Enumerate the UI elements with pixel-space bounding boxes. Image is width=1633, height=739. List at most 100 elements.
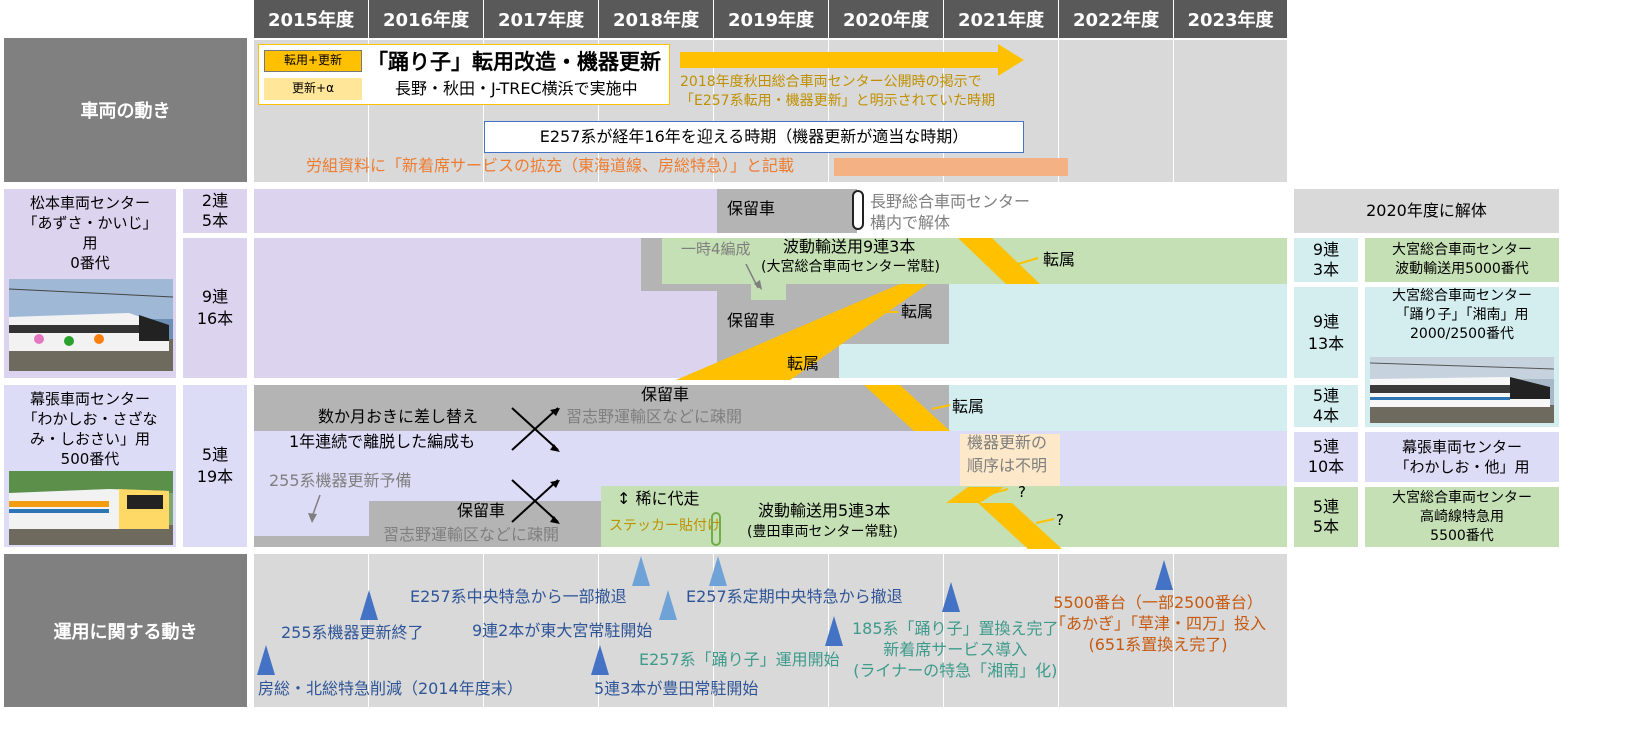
event-label-6: E257系定期中央特急から撤退 <box>686 587 903 606</box>
makuhari-transfer-arrows <box>864 385 1062 549</box>
event-label-4: 9連2本が東大宮常駐開始 <box>472 621 653 640</box>
makuhari-hold2-label: 保留車 <box>457 501 506 520</box>
event-marker-5 <box>591 645 609 675</box>
question-mark-1: ? <box>1018 483 1026 501</box>
makuhari-dispersed-label-1: 習志野運輸区などに疎開 <box>566 407 743 426</box>
temp4-arrow <box>744 262 764 292</box>
legend-badge-update: 更新+α <box>264 78 362 100</box>
legend-badge-transfer: 転用+更新 <box>264 50 362 72</box>
year-header-2018: 2018年度 <box>599 0 713 38</box>
scrap-marker <box>852 190 864 230</box>
event-marker-3 <box>632 556 650 586</box>
event-label-3: E257系中央特急から一部撤退 <box>410 587 627 606</box>
makuhari-hold-bottom-left <box>254 536 369 547</box>
union-note: 労組資料に「新着席サービスの拡充（東海道線、房総特急）」と記載 <box>306 156 795 175</box>
order-unknown-2: 順序は不明 <box>967 456 1048 475</box>
rare-substitute-label: ↕ 稀に代走 <box>617 489 700 508</box>
sticker-label: ステッカー貼付け <box>609 518 721 534</box>
matsumoto-g1-active-bar <box>254 189 717 233</box>
year-header-2020: 2020年度 <box>829 0 943 38</box>
event-marker-8 <box>942 582 960 612</box>
temp4-label: 一時4編成 <box>681 240 751 258</box>
swap-cross-2 <box>510 478 562 526</box>
order-unknown-bar <box>960 434 1060 486</box>
swap-note-1: 数か月おきに差し替え <box>318 407 479 426</box>
spare255-arrow <box>306 493 324 523</box>
transfer-label-2: 転属 <box>901 302 934 321</box>
legend-title: 「踊り子」転用改造・機器更新 <box>367 50 661 74</box>
row-header-operation: 運用に関する動き <box>4 554 247 707</box>
makuhari-dispersed-label-2: 習志野運輸区などに疎開 <box>383 525 560 544</box>
matsumoto-transfer-arrows <box>676 238 1040 380</box>
spare255-label: 255系機器更新予備 <box>269 471 412 490</box>
makuhari-hold-label: 保留車 <box>641 385 690 404</box>
result-r1-desc: 大宮総合車両センター波動輸送用5000番代 <box>1365 238 1559 282</box>
year-header-2023: 2023年度 <box>1174 0 1287 38</box>
year-header-2019: 2019年度 <box>714 0 828 38</box>
event-label-1: 房総・北総特急削減（2014年度末） <box>258 679 523 698</box>
year-header-2015: 2015年度 <box>254 0 368 38</box>
makuhari-transfer-label: 転属 <box>952 397 985 416</box>
event-marker-6 <box>709 556 727 586</box>
scrap-note-1: 長野総合車両センター <box>870 192 1031 211</box>
makuhari-hold-bottom <box>369 501 601 547</box>
makuhari-wave-label-1: 波動輸送用5連3本 <box>758 501 891 520</box>
sticker-marker <box>711 512 721 546</box>
union-bar <box>834 158 1068 176</box>
event-label-7: E257系「踊り子」運用開始 <box>639 650 840 669</box>
matsumoto-g1-hold-label: 保留車 <box>727 199 776 218</box>
question-mark-2: ? <box>1056 511 1064 529</box>
matsumoto-wave-label-1: 波動輸送用9連3本 <box>783 237 916 256</box>
legend-box: 転用+更新 更新+α 「踊り子」転用改造・機器更新 長野・秋田・J-TREC横浜… <box>258 44 670 105</box>
matsumoto-g1-hold-bar <box>717 189 857 233</box>
event-marker-2 <box>360 590 378 620</box>
train-photo-e257-500 <box>9 471 173 545</box>
akita-note-2: 「E257系転用・機器更新」と明示されていた時期 <box>680 93 996 109</box>
row-header-vehicle-movement: 車両の動き <box>4 38 247 182</box>
matsumoto-g2-hold-label: 保留車 <box>727 311 776 330</box>
swap-note-2: 1年連続で離脱した編成も <box>289 432 476 451</box>
swap-cross-1 <box>510 406 562 454</box>
result-r4-desc: 幕張車両センター「わかしお・他」用 <box>1365 432 1559 482</box>
event-label-2: 255系機器更新終了 <box>281 623 424 642</box>
matsumoto-transfer-bar <box>949 284 1287 378</box>
event-label-8: 185系「踊り子」置換え完了新着席サービス導入(ライナーの特急「湘南」化) <box>852 619 1059 680</box>
scrap-2020-cell: 2020年度に解体 <box>1294 189 1559 233</box>
train-photo-e257-0 <box>9 279 173 371</box>
year-header-2017: 2017年度 <box>484 0 598 38</box>
event-marker-4 <box>659 590 677 620</box>
akita-note-1: 2018年度秋田総合車両センター公開時の掲示で <box>680 74 982 90</box>
event-marker-7 <box>825 616 843 646</box>
transfer-label-3: 転属 <box>787 354 820 373</box>
event-label-5: 5連3本が豊田常駐開始 <box>594 679 759 698</box>
year-header-2021: 2021年度 <box>944 0 1058 38</box>
year-header-2016: 2016年度 <box>369 0 483 38</box>
matsumoto-wave-label-2: (大宮総合車両センター常駐) <box>761 259 940 275</box>
makuhari-wave-label-2: (豊田車両センター常駐) <box>747 524 898 540</box>
age16-box: E257系が経年16年を迎える時期（機器更新が適当な時期） <box>484 121 1024 153</box>
event-marker-1 <box>257 645 275 675</box>
year-header-2022: 2022年度 <box>1059 0 1173 38</box>
makuhari-transfer-top <box>949 385 1287 431</box>
event-marker-9 <box>1155 560 1173 590</box>
makuhari-hold-top <box>254 385 949 431</box>
scrap-note-2: 構内で解体 <box>870 213 951 232</box>
event-label-9: 5500番台（一部2500番台）「あかぎ」「草津・四万」投入(651系置換え完了… <box>1050 593 1267 654</box>
matsumoto-g2-active-bar <box>254 238 717 378</box>
akita-period-arrow <box>680 44 1025 76</box>
